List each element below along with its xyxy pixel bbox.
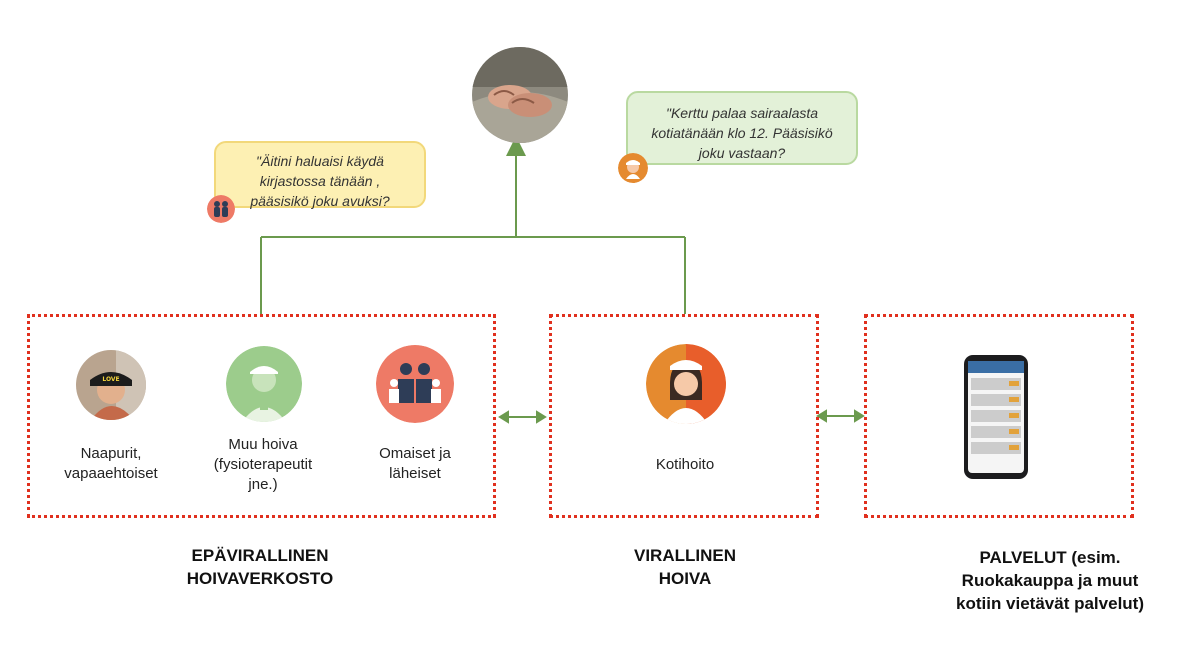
nurse-quote-text: "Kerttu palaa sairaalasta kotiatänään kl… <box>651 105 833 161</box>
neighbor-photo: LOVE <box>76 350 146 420</box>
relatives-label: Omaiset ja läheiset <box>379 445 451 482</box>
services-box <box>864 314 1134 518</box>
elderly-hands-icon <box>472 47 568 143</box>
daughter-quote-text: "Äitini haluaisi käydä kirjastossa tänää… <box>250 153 390 209</box>
formal-care-title: VIRALLINEN HOIVA <box>634 546 736 588</box>
smartphone-app-icon <box>963 354 1029 480</box>
formal-care-box <box>549 314 819 518</box>
nurse-avatar <box>618 153 648 183</box>
svg-text:LOVE: LOVE <box>102 376 119 383</box>
double-arrow-informal-formal <box>498 410 547 424</box>
tree-connector <box>260 136 686 314</box>
daughter-avatar <box>207 195 235 223</box>
other-care-icon-wrap <box>226 346 302 422</box>
nurse-speech-bubble: "Kerttu palaa sairaalasta kotiatänään kl… <box>626 91 858 165</box>
nurse-icon <box>646 344 726 424</box>
family-icon <box>376 345 454 423</box>
family-small-icon <box>207 195 235 223</box>
elder-hands-photo <box>472 47 568 143</box>
other-care-label: Muu hoiva (fysioterapeutit jne.) <box>213 436 313 493</box>
neighbors-label: Naapurit, vapaaehtoiset <box>64 445 158 482</box>
home-care-label: Kotihoito <box>655 456 715 473</box>
smartphone-icon <box>964 355 1028 479</box>
home-care-icon-wrap <box>646 344 726 424</box>
relatives-icon-wrap <box>376 345 454 423</box>
informal-care-title: EPÄVIRALLINEN HOIVAVERKOSTO <box>186 546 334 588</box>
caregiver-icon <box>226 346 302 422</box>
neighbor-person-icon: LOVE <box>76 350 146 420</box>
services-title: PALVELUT (esim. Ruokakauppa ja muut koti… <box>956 548 1144 613</box>
double-arrow-formal-services <box>816 409 865 423</box>
nurse-small-icon <box>618 153 648 183</box>
informal-care-network-box <box>27 314 496 518</box>
daughter-speech-bubble: "Äitini haluaisi käydä kirjastossa tänää… <box>214 141 426 209</box>
